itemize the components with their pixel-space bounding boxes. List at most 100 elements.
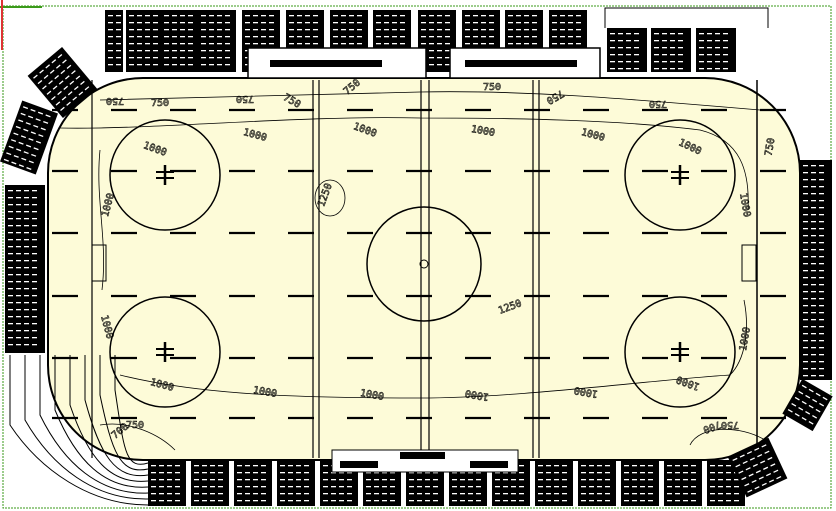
seat bbox=[699, 40, 704, 42]
seat bbox=[576, 36, 581, 38]
seat bbox=[108, 22, 113, 24]
seat bbox=[296, 500, 301, 502]
seat bbox=[175, 486, 180, 488]
seat bbox=[151, 493, 156, 495]
seat bbox=[654, 33, 659, 35]
seat bbox=[519, 493, 524, 495]
seat bbox=[297, 22, 302, 24]
seat bbox=[24, 337, 29, 339]
seat bbox=[245, 472, 250, 474]
seat bbox=[8, 239, 13, 241]
seat bbox=[172, 15, 177, 17]
seat bbox=[726, 500, 731, 502]
seat bbox=[374, 500, 379, 502]
seat bbox=[417, 500, 422, 502]
seat bbox=[803, 298, 808, 300]
seat bbox=[55, 64, 61, 69]
seat bbox=[218, 479, 223, 481]
seat bbox=[253, 486, 258, 488]
contour-label: 1000 bbox=[573, 384, 599, 399]
seat bbox=[524, 22, 529, 24]
seat bbox=[201, 57, 206, 59]
seat bbox=[640, 486, 645, 488]
seat bbox=[75, 75, 81, 80]
seat bbox=[468, 500, 473, 502]
seat bbox=[357, 15, 362, 17]
seat bbox=[202, 493, 207, 495]
seat bbox=[741, 476, 747, 481]
seat bbox=[437, 64, 442, 66]
seat bbox=[80, 80, 85, 86]
seat bbox=[339, 472, 344, 474]
seat bbox=[129, 29, 134, 31]
seat bbox=[32, 190, 37, 192]
seat bbox=[726, 465, 731, 467]
seat bbox=[202, 472, 207, 474]
seat bbox=[819, 193, 824, 195]
seat bbox=[811, 221, 816, 223]
seat bbox=[425, 493, 430, 495]
seat bbox=[313, 43, 318, 45]
seat bbox=[188, 36, 193, 38]
seat bbox=[172, 64, 177, 66]
seat-block-fill bbox=[277, 460, 315, 506]
seat bbox=[811, 319, 816, 321]
seat bbox=[409, 493, 414, 495]
seat bbox=[20, 112, 26, 116]
seat bbox=[16, 197, 21, 199]
seat bbox=[288, 500, 293, 502]
seat bbox=[489, 22, 494, 24]
seat-block bbox=[782, 378, 833, 432]
seat bbox=[129, 36, 134, 38]
seat bbox=[18, 141, 24, 145]
seat bbox=[421, 43, 426, 45]
bench bbox=[470, 461, 508, 468]
seat bbox=[648, 472, 653, 474]
seat bbox=[710, 493, 715, 495]
seat bbox=[28, 160, 34, 164]
seat bbox=[24, 225, 29, 227]
seat bbox=[624, 465, 629, 467]
scorer-table bbox=[400, 452, 445, 459]
seat bbox=[508, 22, 513, 24]
seat bbox=[811, 235, 816, 237]
seat bbox=[349, 29, 354, 31]
seat bbox=[421, 22, 426, 24]
seat bbox=[159, 472, 164, 474]
seat-block bbox=[607, 28, 647, 72]
seat bbox=[304, 486, 309, 488]
seat bbox=[390, 493, 395, 495]
seat-block-fill bbox=[607, 28, 647, 72]
seat-block bbox=[696, 28, 736, 72]
seat bbox=[28, 137, 34, 141]
seat bbox=[811, 347, 816, 349]
seat bbox=[16, 204, 21, 206]
goal-crease bbox=[741, 244, 757, 282]
seat bbox=[304, 500, 309, 502]
seat bbox=[253, 15, 258, 17]
seat-block bbox=[800, 160, 832, 380]
seat bbox=[16, 267, 21, 269]
seat bbox=[632, 479, 637, 481]
seat bbox=[210, 479, 215, 481]
seat bbox=[634, 68, 639, 70]
seat bbox=[151, 486, 156, 488]
seat bbox=[167, 493, 172, 495]
seat bbox=[116, 15, 121, 17]
seat bbox=[417, 493, 422, 495]
seat bbox=[172, 22, 177, 24]
seat bbox=[24, 239, 29, 241]
seat bbox=[452, 479, 457, 481]
seat bbox=[8, 330, 13, 332]
seat bbox=[452, 493, 457, 495]
seat bbox=[32, 218, 37, 220]
contour-label: 750 bbox=[236, 93, 254, 104]
seat bbox=[16, 246, 21, 248]
seat bbox=[32, 274, 37, 276]
seat bbox=[39, 69, 44, 74]
seat bbox=[624, 479, 629, 481]
seat bbox=[67, 91, 73, 96]
seat bbox=[445, 64, 450, 66]
seat bbox=[269, 36, 274, 38]
seat-block-fill bbox=[191, 460, 229, 506]
